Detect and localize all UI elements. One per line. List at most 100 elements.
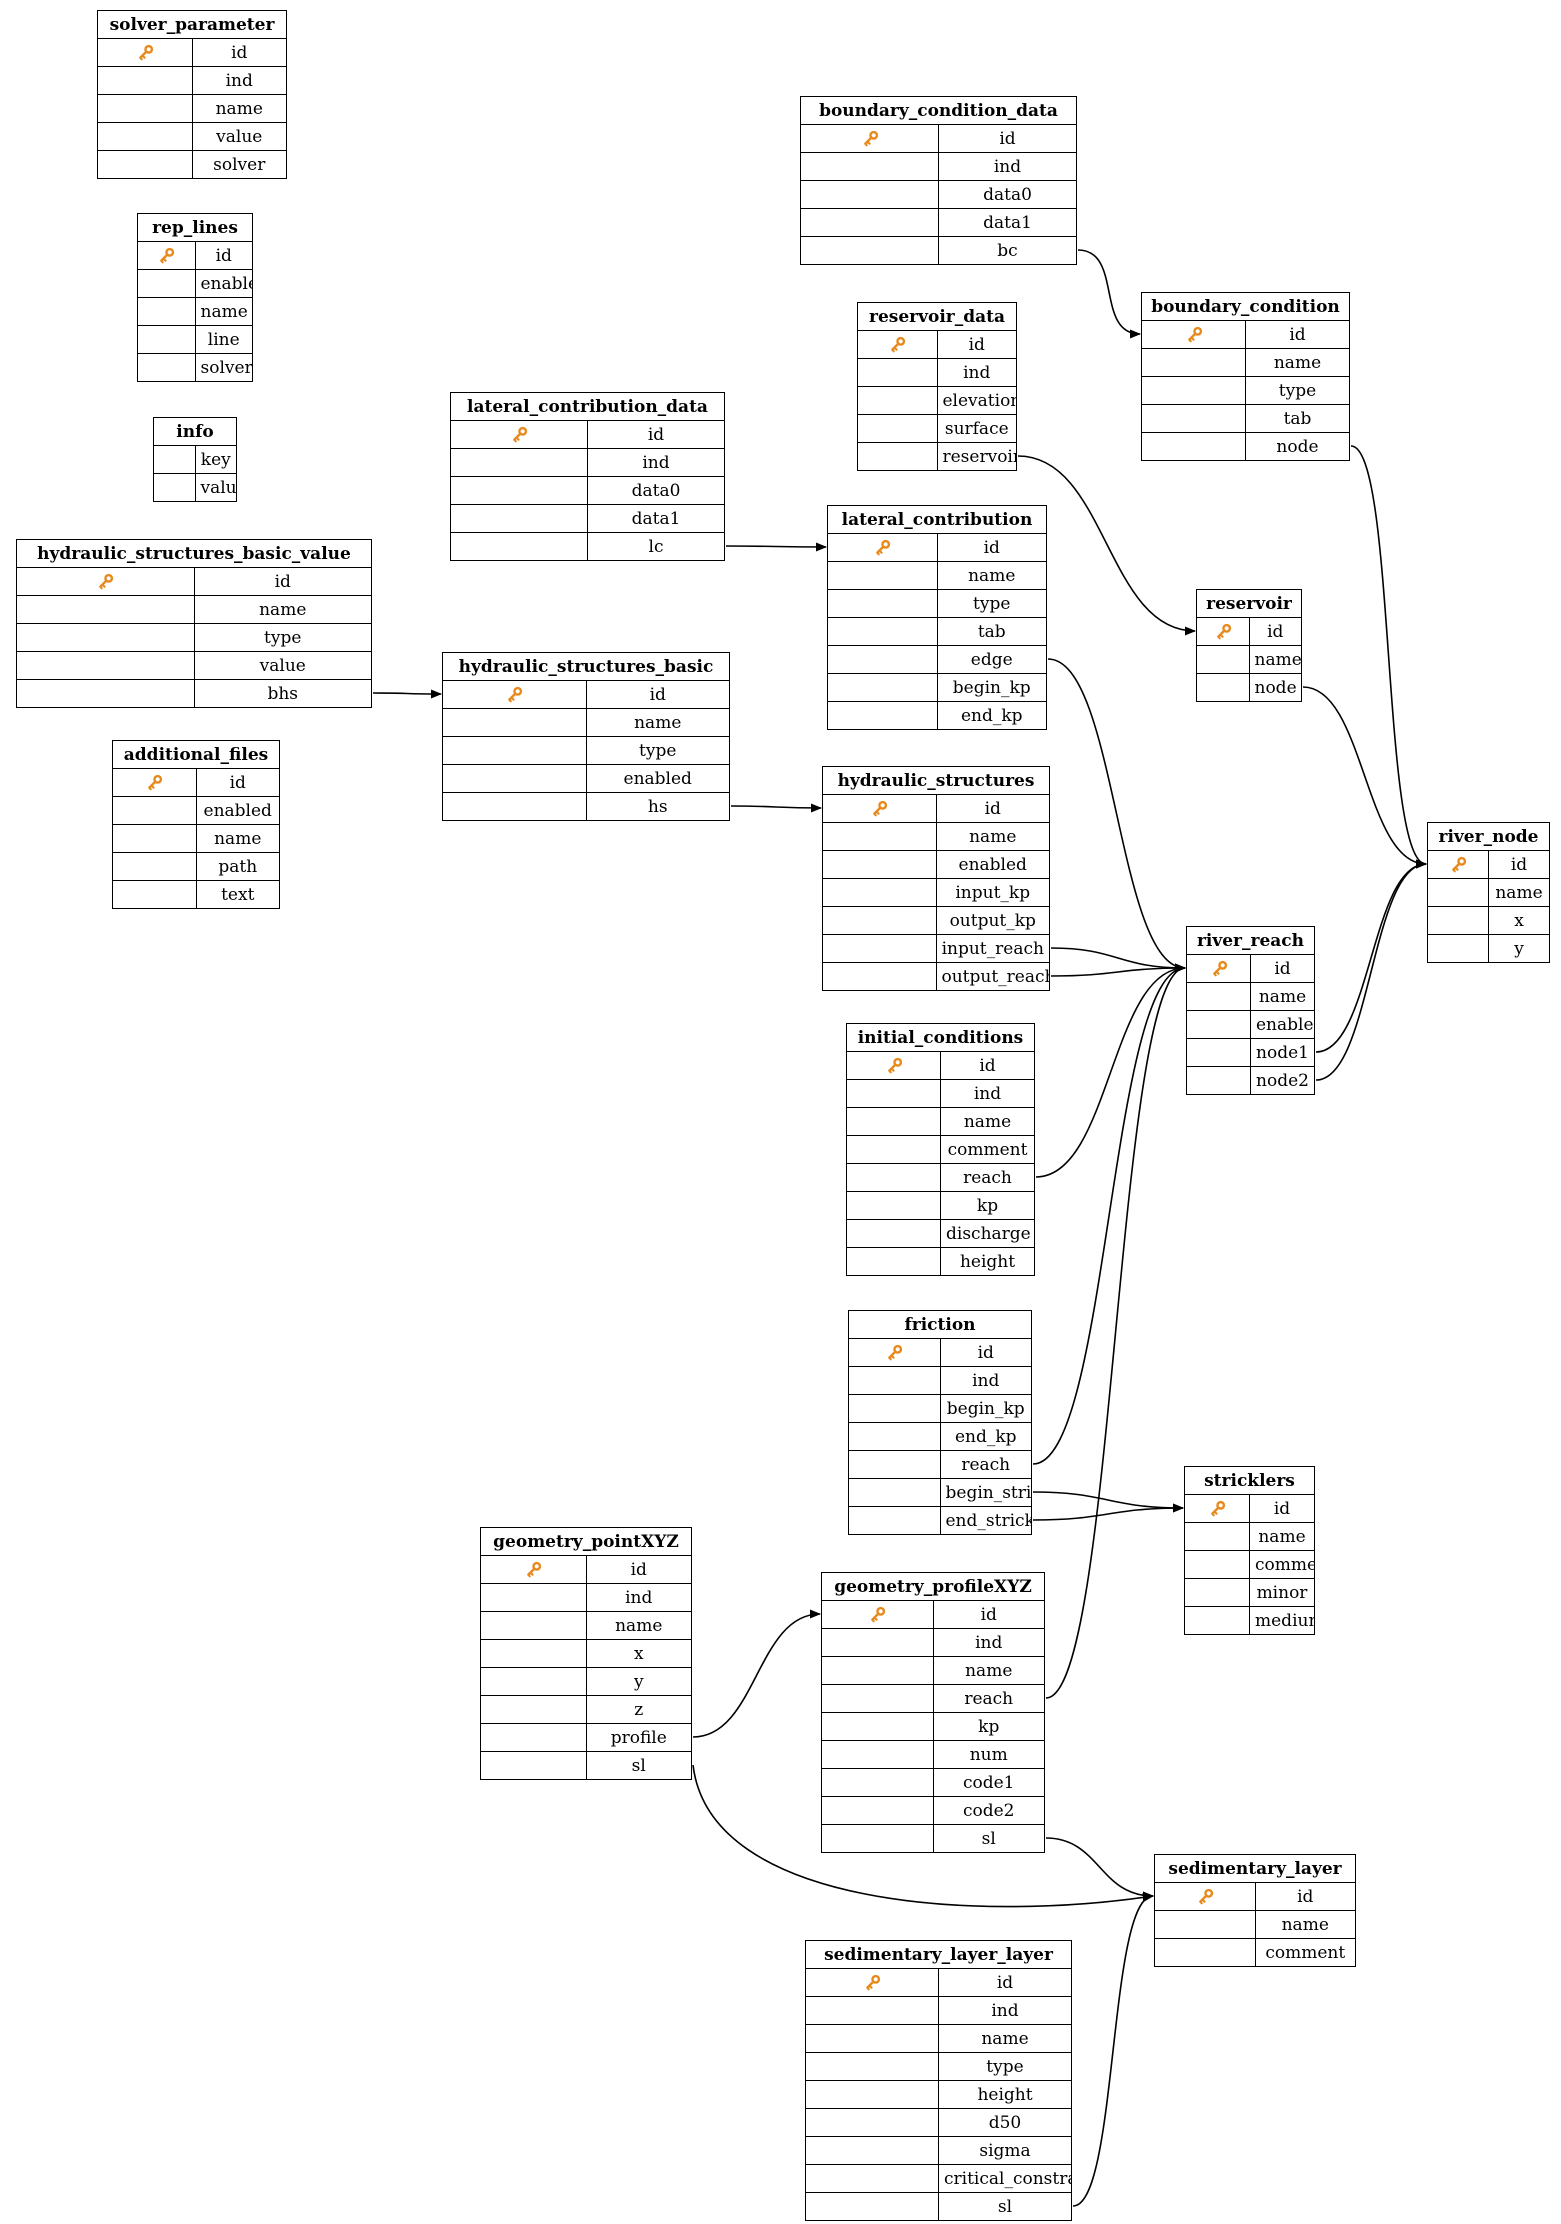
table-title: hydraulic_structures_basic	[442, 652, 730, 681]
empty-key-cell	[805, 2080, 939, 2109]
relation-boundary_condition_data-bc-to-boundary_condition	[1077, 249, 1141, 339]
field-row: medium	[1184, 1606, 1315, 1635]
field-row: profile	[480, 1723, 692, 1752]
field-row: type	[442, 736, 730, 765]
field-name: id	[585, 680, 730, 709]
empty-key-cell	[137, 297, 196, 326]
field-name: end_kp	[936, 701, 1047, 730]
field-row: data1	[450, 504, 725, 533]
field-name: comment	[1249, 1550, 1315, 1579]
field-name: id	[585, 1555, 692, 1584]
empty-key-cell	[1196, 673, 1250, 702]
primary-key-icon	[887, 1057, 902, 1073]
field-name: id	[940, 1051, 1035, 1080]
relation-geometry_profileXYZ-reach-to-river_reach	[1045, 963, 1186, 1699]
field-name: ind	[587, 448, 725, 477]
field-name: ind	[938, 1996, 1072, 2025]
empty-key-cell	[480, 1751, 587, 1780]
empty-key-cell	[1196, 645, 1250, 674]
field-row: id	[1141, 320, 1350, 349]
primary-key-icon	[873, 800, 888, 816]
empty-key-cell	[822, 878, 937, 907]
field-name: kp	[940, 1191, 1035, 1220]
field-name: id	[936, 330, 1017, 359]
empty-key-cell	[800, 152, 939, 181]
primary-key-icon	[891, 336, 906, 352]
field-name: reservoir	[936, 442, 1017, 471]
empty-key-cell	[848, 1366, 941, 1395]
field-name: input_reach	[935, 934, 1050, 963]
field-row: sl	[480, 1751, 692, 1780]
empty-key-cell	[848, 1450, 941, 1479]
field-name: data0	[587, 476, 725, 505]
empty-key-cell	[1186, 1038, 1251, 1067]
primary-key-icon	[160, 247, 175, 263]
field-row: id	[1154, 1882, 1356, 1911]
empty-key-cell	[846, 1191, 941, 1220]
relation-initial_conditions-reach-to-river_reach	[1035, 963, 1186, 1178]
field-name: ind	[940, 1079, 1035, 1108]
field-row: y	[480, 1667, 692, 1696]
field-row: line	[137, 325, 253, 354]
empty-key-cell	[827, 701, 938, 730]
table-title: geometry_profileXYZ	[821, 1572, 1045, 1601]
field-name: ind	[938, 152, 1077, 181]
table-title: boundary_condition_data	[800, 96, 1077, 125]
field-row: ind	[848, 1366, 1032, 1395]
field-row: text	[112, 880, 280, 909]
field-row: code2	[821, 1796, 1045, 1825]
field-row: id	[442, 680, 730, 709]
empty-key-cell	[442, 708, 587, 737]
field-name: input_kp	[935, 878, 1050, 907]
empty-key-cell	[442, 792, 587, 821]
table-title: geometry_pointXYZ	[480, 1527, 692, 1556]
field-name: name	[194, 297, 253, 326]
empty-key-cell	[442, 764, 587, 793]
empty-key-cell	[1154, 1910, 1256, 1939]
primary-key-icon	[866, 1974, 881, 1990]
empty-key-cell	[805, 1996, 939, 2025]
field-name: x	[585, 1639, 692, 1668]
field-row: ind	[821, 1628, 1045, 1657]
field-row: data0	[450, 476, 725, 505]
field-row: id	[450, 420, 725, 449]
field-row: output_kp	[822, 906, 1050, 935]
empty-key-cell	[97, 122, 193, 151]
empty-key-cell	[16, 679, 195, 708]
field-name: critical_constraint	[938, 2164, 1072, 2193]
primary-key-icon	[871, 1606, 886, 1622]
relation-geometry_profileXYZ-sl-to-sedimentary_layer	[1045, 1837, 1154, 1901]
primary-key-icon	[863, 130, 878, 146]
field-name: data1	[587, 504, 725, 533]
field-name: name	[1250, 982, 1315, 1011]
field-name: name	[193, 595, 372, 624]
field-name: discharge	[940, 1219, 1035, 1248]
primary-key-icon	[1198, 1888, 1213, 1904]
field-name: end_strickler	[939, 1506, 1032, 1535]
field-row: enabled	[137, 269, 253, 298]
field-name: type	[585, 736, 730, 765]
empty-key-cell	[822, 850, 937, 879]
empty-key-cell	[821, 1684, 934, 1713]
empty-key-cell	[1186, 982, 1251, 1011]
field-name: name	[1254, 1910, 1356, 1939]
field-row: type	[16, 623, 372, 652]
field-row: critical_constraint	[805, 2164, 1072, 2193]
key-cell	[137, 241, 196, 270]
empty-key-cell	[821, 1768, 934, 1797]
field-name: data1	[938, 208, 1077, 237]
empty-key-cell	[153, 473, 196, 502]
empty-key-cell	[805, 2024, 939, 2053]
table-title: reservoir_data	[857, 302, 1017, 331]
empty-key-cell	[112, 852, 197, 881]
field-name: profile	[585, 1723, 692, 1752]
empty-key-cell	[137, 269, 196, 298]
field-row: begin_strickler	[848, 1478, 1032, 1507]
key-cell	[16, 567, 195, 596]
key-cell	[1184, 1494, 1250, 1523]
field-name: id	[1245, 320, 1350, 349]
